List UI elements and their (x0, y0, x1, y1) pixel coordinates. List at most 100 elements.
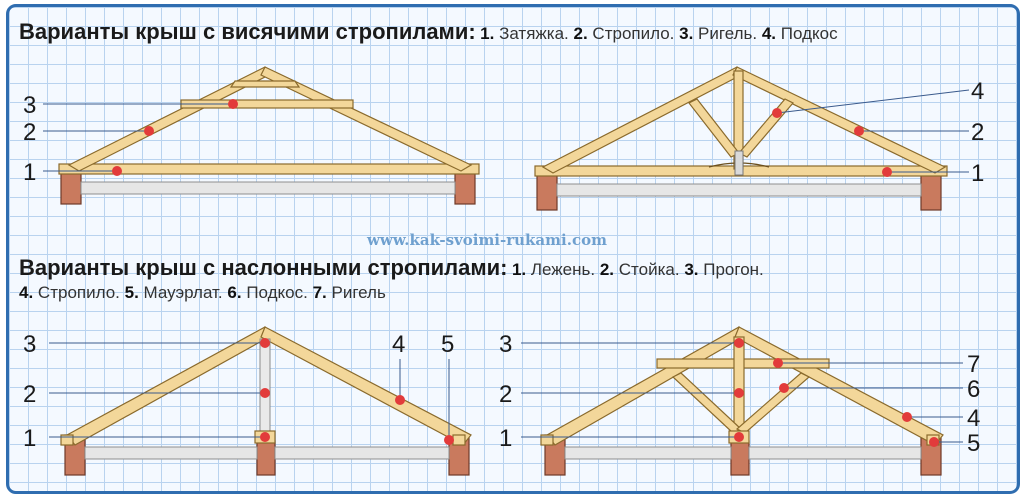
diagram-frame: Варианты крыш с висячими стропилами: 1. … (6, 4, 1020, 494)
rafter-left (546, 326, 744, 446)
section-1-title: Варианты крыш с висячими стропилами: (19, 19, 476, 44)
callout-number: 4 (967, 405, 980, 432)
callout-number: 6 (967, 376, 980, 403)
marker-dot (773, 358, 783, 368)
wall-right (454, 169, 476, 205)
rafter-right (260, 326, 472, 446)
callout-number: 2 (971, 119, 984, 146)
tie-beam (58, 163, 480, 175)
callout-number: 3 (499, 331, 512, 358)
watermark: www.kak-svoimi-rukami.com (367, 231, 607, 249)
section-2-legend-line1: 1. Лежень. 2. Стойка. 3. Прогон. (512, 260, 764, 279)
legend-text: Стойка. (618, 260, 680, 279)
legend-text: Стропило. (592, 24, 675, 43)
marker-dot (144, 126, 154, 136)
legend-num: 1. (511, 260, 527, 279)
callout-number: 2 (499, 381, 512, 408)
legend-text: Лежень. (530, 260, 596, 279)
marker-dot (228, 99, 238, 109)
section-2-title: Варианты крыш с наслонными стропилами: (19, 255, 508, 280)
rafter-right (260, 66, 473, 172)
metal-clamp (734, 150, 744, 176)
callouts-top-right: 4 2 1 (772, 78, 984, 187)
legend-num: 3. (679, 24, 694, 43)
legend-text: Подкос (780, 24, 838, 43)
callouts-bottom-right: 3 2 1 7 6 4 5 (499, 331, 980, 457)
wall-plate-right (452, 434, 466, 446)
legend-text: Мауэрлат. (143, 283, 223, 302)
section-2-legend-line2: 4. Стропило. 5. Мауэрлат. 6. Подкос. 7. … (19, 283, 386, 303)
truss-bottom-right (540, 326, 944, 476)
strut-left (688, 98, 740, 158)
support-post (259, 338, 271, 432)
marker-dot (444, 435, 454, 445)
ceiling-slab-left (84, 446, 258, 460)
legend-num: 3. (684, 260, 699, 279)
roof-diagrams: 3 2 1 4 2 1 (23, 66, 984, 476)
marker-dot (260, 338, 270, 348)
section-1-legend: 1. Затяжка. 2. Стропило. 3. Ригель. 4. П… (480, 24, 837, 43)
callout-number: 5 (967, 430, 980, 457)
marker-dot (395, 395, 405, 405)
callout-number: 1 (499, 425, 512, 452)
marker-dot (112, 166, 122, 176)
marker-dot (260, 432, 270, 442)
rafter-right (732, 66, 947, 174)
strut-left (671, 372, 743, 434)
legend-text: Стропило. (37, 283, 120, 302)
ceiling-slab-left (564, 446, 732, 460)
callout-number: 1 (971, 160, 984, 187)
legend-num: 4. (761, 24, 777, 43)
marker-dot (854, 126, 864, 136)
marker-dot (772, 108, 782, 118)
marker-dot (929, 437, 939, 447)
rafter-left (66, 326, 270, 446)
ceiling-slab (80, 181, 456, 195)
top-plate (229, 80, 301, 88)
callout-number: 2 (23, 119, 36, 146)
wall-middle (256, 440, 276, 476)
marker-dot (734, 388, 744, 398)
marker-dot (734, 432, 744, 442)
legend-num: 6. (227, 283, 242, 302)
legend-num: 2. (599, 260, 615, 279)
marker-dot (882, 167, 892, 177)
rafter-right (734, 326, 944, 446)
truss-bottom-left (60, 326, 472, 476)
callout-number: 2 (23, 381, 36, 408)
section-2-heading: Варианты крыш с наслонными стропилами: 1… (19, 255, 764, 281)
wall-left (60, 169, 82, 205)
callout-number: 1 (23, 425, 36, 452)
callout-number: 4 (971, 78, 984, 105)
wall-plate-left (60, 434, 74, 446)
legend-text: Подкос. (246, 283, 308, 302)
wall-plate-left (540, 434, 554, 446)
callout-number: 3 (23, 331, 36, 358)
ceiling-slab-right (748, 446, 922, 460)
marker-dot (902, 412, 912, 422)
callouts-bottom-left: 3 2 1 4 5 (23, 331, 454, 452)
legend-num: 5. (124, 283, 139, 302)
truss-top-left (58, 66, 480, 205)
legend-num: 1. (480, 24, 495, 43)
marker-dot (260, 388, 270, 398)
callout-number: 1 (23, 159, 36, 186)
legend-text: Затяжка. (499, 24, 569, 43)
callout-number: 4 (392, 331, 405, 358)
ceiling-slab (556, 183, 922, 197)
legend-num: 2. (573, 24, 588, 43)
legend-text: Ригель. (698, 24, 758, 43)
legend-num: 4. (19, 283, 34, 302)
callout-number: 3 (23, 92, 36, 119)
leader-line (776, 89, 970, 114)
section-1-heading: Варианты крыш с висячими стропилами: 1. … (19, 19, 838, 45)
legend-text: Ригель (331, 283, 386, 302)
ceiling-slab-right (274, 446, 450, 460)
callout-number: 5 (441, 331, 454, 358)
truss-top-right (534, 66, 948, 211)
callouts-top-left: 3 2 1 (23, 92, 238, 186)
strut-right (738, 98, 794, 158)
marker-dot (734, 338, 744, 348)
strut-right (735, 372, 811, 434)
callout-number: 7 (967, 351, 980, 378)
